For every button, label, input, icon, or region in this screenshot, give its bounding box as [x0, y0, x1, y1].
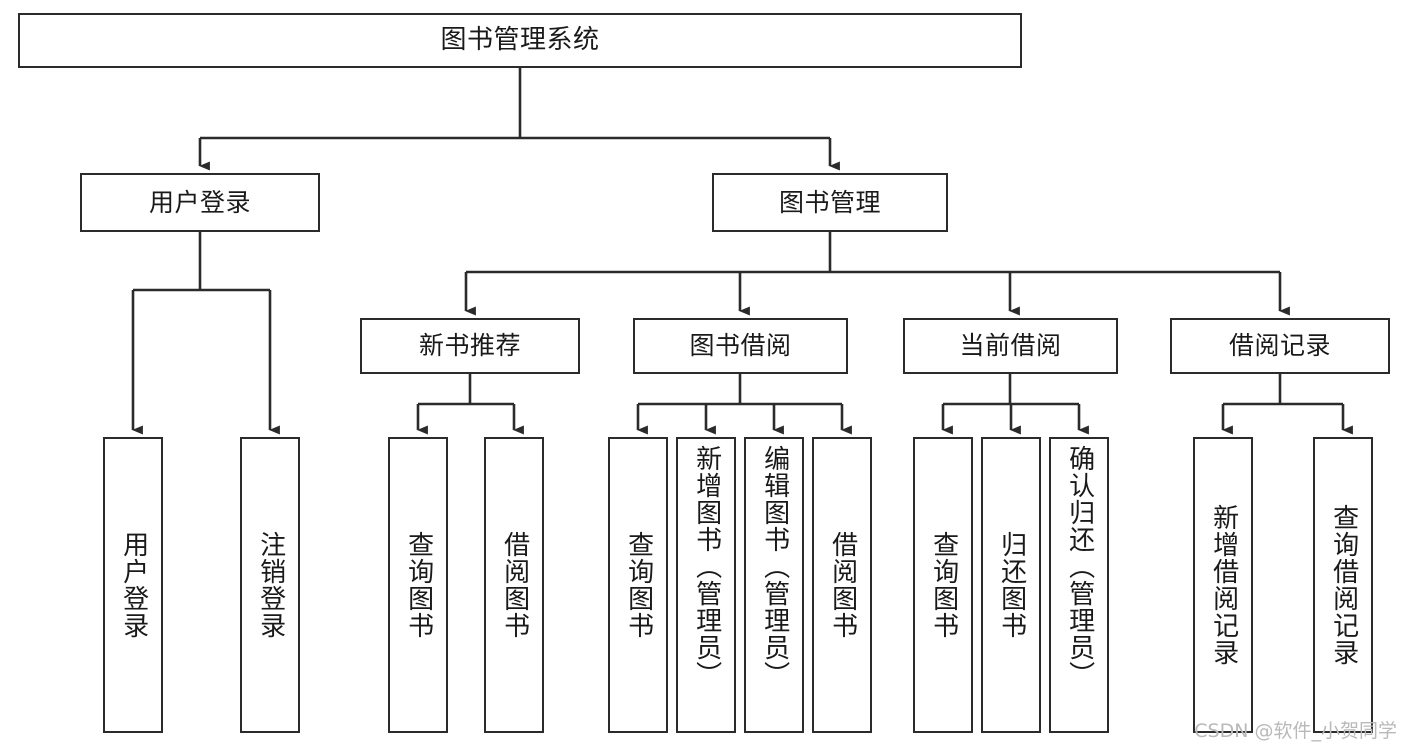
leaf-current-borrow-confirm-return-admin[interactable]: 确认归还（管理员） [1049, 437, 1109, 733]
node-root-book-management-system[interactable]: 图书管理系统 [18, 13, 1022, 68]
leaf-book-borrow-borrow-book[interactable]: 借阅图书 [812, 437, 872, 733]
node-new-book-recommend[interactable]: 新书推荐 [360, 318, 580, 374]
node-label: 借阅记录 [1228, 331, 1331, 361]
leaf-current-borrow-return-book[interactable]: 归还图书 [981, 437, 1041, 733]
node-user-login[interactable]: 用户登录 [80, 173, 320, 232]
node-label: 图书借阅 [689, 331, 792, 361]
node-label: 借阅图书 [827, 531, 858, 639]
leaf-user-login-login[interactable]: 用户登录 [103, 437, 163, 733]
node-label: 用户登录 [148, 187, 251, 217]
node-label: 新书推荐 [418, 331, 521, 361]
node-book-borrow[interactable]: 图书借阅 [633, 318, 848, 374]
csdn-watermark: CSDN @软件_小贺同学 [1194, 720, 1397, 742]
leaf-current-borrow-query-book[interactable]: 查询图书 [913, 437, 973, 733]
node-label: 查询图书 [928, 531, 959, 639]
node-label: 用户登录 [118, 531, 149, 639]
node-label: 图书管理系统 [440, 25, 600, 56]
node-label: 编辑图书（管理员） [759, 445, 790, 688]
node-label: 查询借阅记录 [1328, 504, 1359, 666]
node-label: 归还图书 [996, 531, 1027, 639]
leaf-new-book-borrow-book[interactable]: 借阅图书 [484, 437, 544, 733]
node-current-borrow[interactable]: 当前借阅 [903, 318, 1118, 374]
node-label: 查询图书 [623, 531, 654, 639]
node-label: 确认归还（管理员） [1064, 445, 1095, 688]
leaf-borrow-record-query-record[interactable]: 查询借阅记录 [1313, 437, 1373, 733]
node-label: 当前借阅 [959, 331, 1062, 361]
node-label: 查询图书 [403, 531, 434, 639]
node-label: 借阅图书 [499, 531, 530, 639]
leaf-borrow-record-add-record[interactable]: 新增借阅记录 [1193, 437, 1253, 733]
node-borrow-record[interactable]: 借阅记录 [1170, 318, 1390, 374]
node-label: 新增借阅记录 [1208, 504, 1239, 666]
node-label: 注销登录 [255, 531, 286, 639]
leaf-user-login-logout[interactable]: 注销登录 [240, 437, 300, 733]
leaf-book-borrow-add-book-admin[interactable]: 新增图书（管理员） [676, 437, 736, 733]
leaf-new-book-query-book[interactable]: 查询图书 [388, 437, 448, 733]
node-book-management[interactable]: 图书管理 [712, 173, 948, 232]
node-label: 图书管理 [778, 187, 881, 217]
leaf-book-borrow-query-book[interactable]: 查询图书 [608, 437, 668, 733]
node-label: 新增图书（管理员） [691, 445, 722, 688]
leaf-book-borrow-edit-book-admin[interactable]: 编辑图书（管理员） [744, 437, 804, 733]
